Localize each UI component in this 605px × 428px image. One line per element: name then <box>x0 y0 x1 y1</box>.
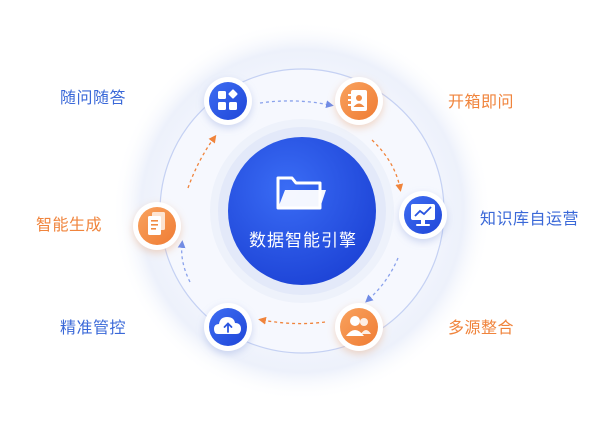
documents-icon <box>148 212 165 235</box>
center-title: 数据智能引擎 <box>249 231 357 251</box>
app-grid-icon <box>218 89 238 110</box>
label-zhishiku: 知识库自运营 <box>480 209 580 228</box>
node-suiwen <box>204 77 252 125</box>
node-kaixiang <box>335 77 383 125</box>
label-kaixiang: 开箱即问 <box>448 92 515 111</box>
center-circle <box>228 137 376 285</box>
label-duoyuan: 多源整合 <box>448 318 515 337</box>
connector-1 <box>259 100 334 109</box>
label-jingzhun: 精准管控 <box>60 318 127 337</box>
label-suiwen: 随问随答 <box>60 88 127 107</box>
node-zhineng <box>133 202 181 250</box>
node-duoyuan <box>335 303 383 351</box>
users-icon <box>346 316 371 336</box>
contact-book-icon <box>348 90 367 111</box>
cloud-upload-icon <box>214 317 241 334</box>
connector-5 <box>177 240 191 283</box>
folder-icon <box>276 176 326 210</box>
monitor-chart-icon <box>411 204 435 226</box>
connector-4 <box>258 316 326 325</box>
connector-3 <box>365 257 399 303</box>
label-zhineng: 智能生成 <box>36 215 103 234</box>
node-zhishiku <box>399 191 447 239</box>
node-jingzhun <box>204 303 252 351</box>
